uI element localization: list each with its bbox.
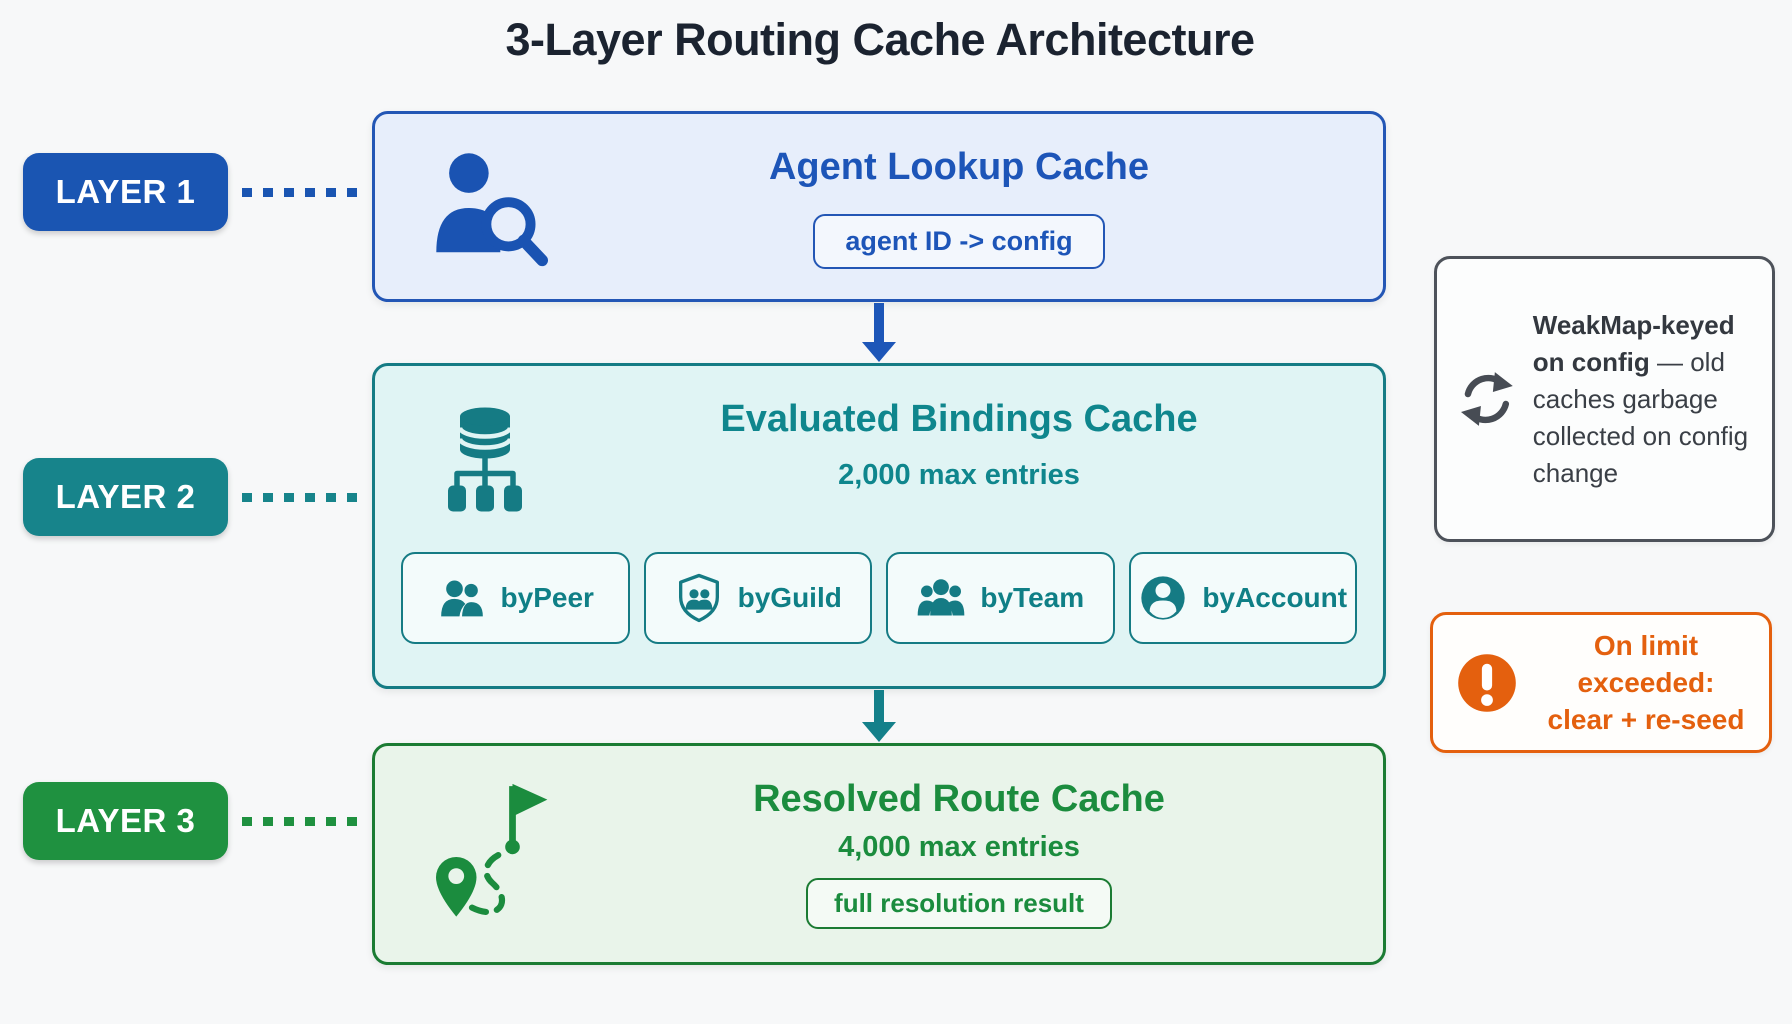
layer-1-badge: LAYER 1: [23, 153, 228, 231]
layer-3-badge-label: LAYER 3: [55, 802, 196, 839]
resolved-route-title: Resolved Route Cache: [753, 778, 1165, 820]
three-people-icon: [918, 579, 965, 616]
layer-2-badge: LAYER 2: [23, 458, 228, 536]
page-title: 3-Layer Routing Cache Architecture: [505, 14, 1255, 65]
weakmap-note-text: WeakMap-keyed on config — old caches gar…: [1533, 307, 1754, 492]
resolved-route-pill-label: full resolution result: [834, 888, 1084, 918]
arrow-down-icon-2: [862, 690, 896, 742]
evaluated-bindings-max-entries: 2,000 max entries: [838, 459, 1080, 491]
database-hierarchy-icon: [448, 407, 522, 512]
route-flag-icon: [436, 783, 548, 917]
weakmap-note-text-rest: — old caches garbage collected on config…: [1532, 346, 1749, 488]
limit-note: On limit exceeded: clear + re-seed: [1430, 612, 1772, 753]
limit-note-line2: clear + re-seed: [1547, 704, 1745, 735]
arrow-down-icon-1: [862, 303, 896, 362]
chip-by-team: byTeam: [886, 552, 1115, 644]
connector-dots-layer2: [242, 493, 360, 502]
refresh-icon: [1460, 372, 1513, 426]
user-search-icon: [436, 153, 549, 267]
agent-lookup-content: Agent Lookup Cache agent ID -> config: [555, 144, 1363, 269]
weakmap-note-text-bold: WeakMap-keyed on config: [1532, 309, 1735, 377]
binding-chips-row: byPeer byGuild: [401, 552, 1357, 644]
connector-dots-layer1: [242, 188, 360, 197]
chip-by-peer-label: byPeer: [500, 582, 594, 613]
chip-by-guild-label: byGuild: [737, 582, 842, 613]
limit-note-line1: On limit exceeded:: [1577, 630, 1715, 698]
chip-by-account: byAccount: [1128, 552, 1357, 644]
resolved-route-content: Resolved Route Cache 4,000 max entries f…: [555, 776, 1363, 929]
chip-by-guild: byGuild: [643, 552, 872, 644]
agent-lookup-pill-label: agent ID -> config: [845, 226, 1073, 256]
layer-2-badge-label: LAYER 2: [55, 478, 196, 515]
shield-people-icon: [678, 573, 719, 623]
evaluated-bindings-cache-box: Evaluated Bindings Cache 2,000 max entri…: [372, 363, 1386, 689]
agent-lookup-cache-box: Agent Lookup Cache agent ID -> config: [372, 111, 1386, 302]
limit-note-text: On limit exceeded: clear + re-seed: [1537, 627, 1755, 738]
chip-by-account-label: byAccount: [1202, 582, 1348, 613]
layer-1-badge-label: LAYER 1: [55, 173, 196, 210]
agent-lookup-pill: agent ID -> config: [813, 214, 1105, 269]
chip-by-peer: byPeer: [401, 552, 630, 644]
resolved-route-pill: full resolution result: [806, 878, 1112, 929]
resolved-route-cache-box: Resolved Route Cache 4,000 max entries f…: [372, 743, 1386, 965]
warning-icon: [1458, 653, 1516, 712]
evaluated-bindings-title: Evaluated Bindings Cache: [720, 398, 1198, 440]
person-circle-icon: [1141, 576, 1186, 620]
two-people-icon: [440, 580, 483, 617]
resolved-route-max-entries: 4,000 max entries: [838, 831, 1080, 863]
evaluated-bindings-content: Evaluated Bindings Cache 2,000 max entri…: [555, 396, 1363, 492]
chip-by-team-label: byTeam: [980, 582, 1085, 613]
connector-dots-layer3: [242, 817, 360, 826]
weakmap-note: WeakMap-keyed on config — old caches gar…: [1434, 256, 1775, 542]
agent-lookup-title: Agent Lookup Cache: [768, 146, 1150, 188]
layer-3-badge: LAYER 3: [23, 782, 228, 860]
